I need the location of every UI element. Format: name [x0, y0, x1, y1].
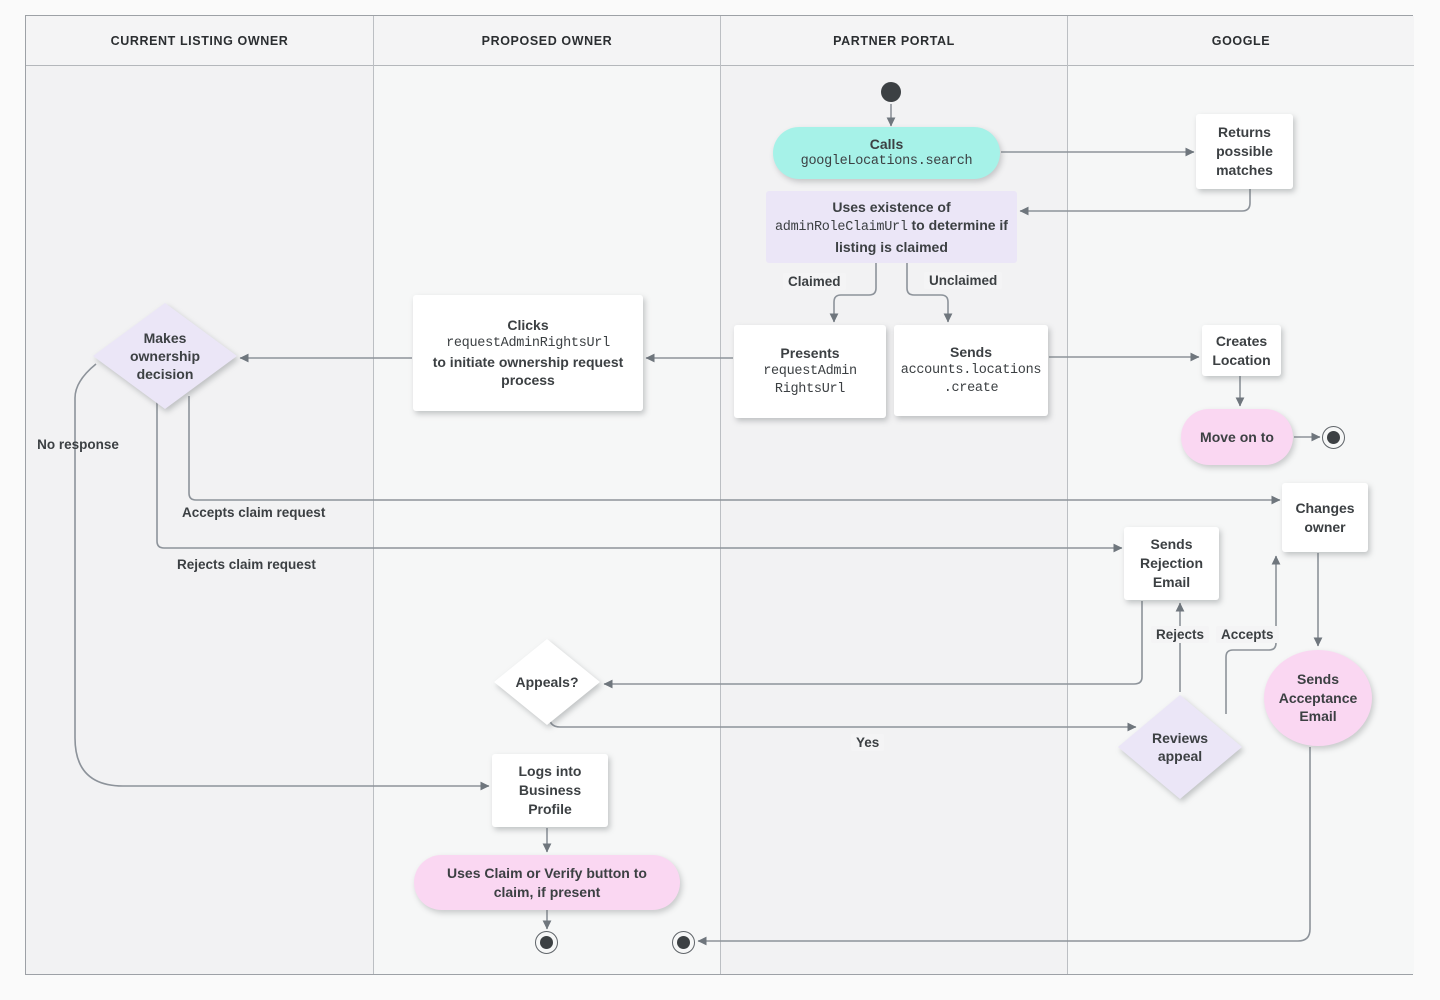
lane-header-partner-portal: PARTNER PORTAL: [721, 16, 1067, 66]
start-node: [881, 82, 901, 102]
node-title: Presents: [780, 345, 840, 362]
lane-header-current-listing-owner: CURRENT LISTING OWNER: [26, 16, 373, 66]
node-text: Uses existence of adminRoleClaimUrl to d…: [766, 198, 1017, 257]
node-text: Presents requestAdmin RightsUrl: [734, 344, 886, 399]
swimlane-current-listing-owner: CURRENT LISTING OWNER: [26, 16, 373, 974]
node-sends-acceptance-email: Sends Acceptance Email: [1264, 650, 1372, 746]
node-code: googleLocations.search: [800, 154, 973, 170]
node-presents-requestadminrightsurl: Presents requestAdmin RightsUrl: [734, 325, 886, 418]
node-text: Clicks requestAdminRightsUrl to initiate…: [413, 316, 643, 390]
node-text-after: to determine if listing is claimed: [835, 217, 1008, 255]
node-title: Clicks: [507, 316, 549, 333]
node-appeals-decision: Appeals?: [494, 639, 600, 725]
node-text: Uses Claim or Verify button to claim, if…: [447, 864, 647, 900]
node-title: Calls: [869, 135, 904, 152]
node-code: accounts.locations: [900, 362, 1042, 378]
edge-label-claimed: Claimed: [783, 273, 846, 290]
node-reviews-appeal: Reviews appeal: [1118, 695, 1242, 799]
node-code: .create: [943, 380, 999, 396]
node-calls-googlelocations-search: Calls googleLocations.search: [773, 127, 1000, 179]
node-code: requestAdminRightsUrl: [446, 335, 610, 351]
edge-label-no-response: No response: [37, 437, 119, 452]
edge-label-unclaimed: Unclaimed: [924, 272, 1003, 289]
node-move-on-to: Move on to: [1181, 409, 1293, 465]
node-logs-into-business-profile: Logs into Business Profile: [492, 754, 608, 827]
node-code: requestAdmin: [763, 363, 857, 379]
node-text: Makes ownership decision: [129, 329, 200, 383]
end-node-create: [1322, 426, 1345, 449]
node-text: Move on to: [1200, 428, 1274, 445]
node-text-after: to initiate ownership request process: [432, 353, 624, 389]
node-text: Returns possible matches: [1216, 124, 1273, 178]
lane-header-proposed-owner: PROPOSED OWNER: [374, 16, 720, 66]
node-sends-accounts-locations-create: Sends accounts.locations .create: [894, 325, 1048, 416]
node-makes-ownership-decision: Makes ownership decision: [93, 303, 237, 409]
node-sends-rejection-email: Sends Rejection Email: [1124, 527, 1219, 600]
node-text: Reviews appeal: [1151, 729, 1209, 764]
end-node-acceptance: [672, 931, 695, 954]
lane-body-current-listing-owner: [26, 66, 373, 974]
node-clicks-requestadminrightsurl: Clicks requestAdminRightsUrl to initiate…: [413, 295, 643, 411]
node-uses-existence-adminroleclaimurl: Uses existence of adminRoleClaimUrl to d…: [766, 191, 1017, 263]
node-text: Sends Rejection Email: [1139, 536, 1203, 590]
edge-label-rejects-claim-request: Rejects claim request: [177, 557, 316, 572]
node-code: adminRoleClaimUrl: [775, 220, 908, 236]
node-text: Sends Acceptance Email: [1278, 670, 1358, 725]
node-title: Sends: [949, 344, 992, 361]
lane-header-google: GOOGLE: [1068, 16, 1414, 66]
node-text: Logs into Business Profile: [518, 763, 582, 817]
edge-label-accepts-claim-request: Accepts claim request: [182, 505, 326, 520]
node-returns-possible-matches: Returns possible matches: [1196, 114, 1293, 189]
edge-label-yes: Yes: [851, 734, 885, 751]
edge-label-rejects: Rejects: [1151, 626, 1210, 643]
node-creates-location: Creates Location: [1202, 325, 1281, 376]
node-text: Changes owner: [1295, 499, 1355, 535]
node-changes-owner: Changes owner: [1282, 483, 1368, 552]
swimlane-proposed-owner: PROPOSED OWNER: [373, 16, 720, 974]
node-text-before: Uses existence of: [832, 198, 951, 215]
edge-label-accepts: Accepts: [1216, 626, 1279, 643]
node-text: Calls googleLocations.search: [773, 135, 1000, 172]
node-text: Appeals?: [515, 673, 579, 690]
node-code: RightsUrl: [774, 381, 846, 397]
node-text: Sends accounts.locations .create: [894, 343, 1048, 398]
node-uses-claim-or-verify: Uses Claim or Verify button to claim, if…: [414, 855, 680, 910]
lane-body-proposed-owner: [374, 66, 720, 974]
node-text: Creates Location: [1212, 332, 1271, 368]
end-node-claim: [535, 931, 558, 954]
